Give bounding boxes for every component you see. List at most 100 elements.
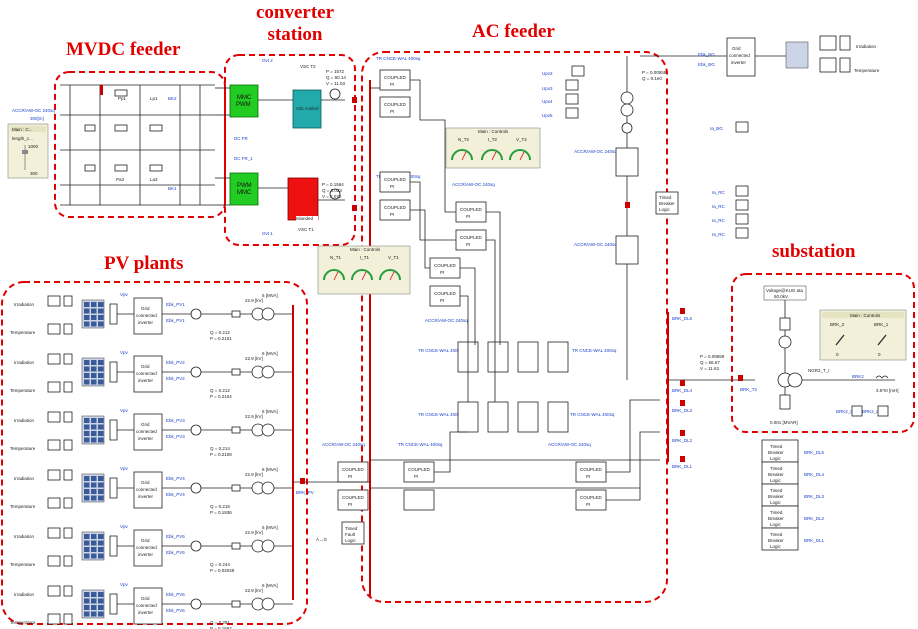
pv-cell xyxy=(98,373,104,378)
pv-rating-label: 6 [MVA] xyxy=(262,525,278,530)
svg-text:ACCR/AW-OC 240sq: ACCR/AW-OC 240sq xyxy=(425,318,468,323)
svg-text:PWM: PWM xyxy=(237,183,252,189)
signal-block xyxy=(63,555,73,567)
svg-text:Logic: Logic xyxy=(770,544,782,549)
pv-q-readout: Q = 0.218 xyxy=(210,504,230,509)
grid-inverter-3 xyxy=(133,413,163,451)
temperature-label: Temperature xyxy=(10,562,36,567)
meter-panel-t1: Main : Controls N_T1 I_T1 V_T1 xyxy=(317,245,411,295)
svg-text:COUPLED: COUPLED xyxy=(384,102,407,107)
svg-text:La3: La3 xyxy=(150,177,158,182)
pv-cell xyxy=(98,308,104,314)
svg-text:Q = 3.023: Q = 3.023 xyxy=(322,188,342,193)
pv-meter xyxy=(190,598,202,610)
meter-t2-label-v: V_T2 xyxy=(516,137,527,142)
svg-text:Ovt 2: Ovt 2 xyxy=(262,58,273,63)
mvdc-feeder-circuit: Pp1 Lp1 Pa3 La3 BK2 BK1 xyxy=(60,84,215,206)
pv-cell xyxy=(84,592,90,597)
temperature-source xyxy=(47,497,61,509)
pv-cell xyxy=(91,437,97,443)
pv-transformer-secondary xyxy=(261,597,275,611)
svg-text:300: 300 xyxy=(30,171,38,176)
dc-link-block xyxy=(109,535,118,557)
svg-text:Logic: Logic xyxy=(659,207,671,212)
svg-text:Logic: Logic xyxy=(770,456,782,461)
signal-block xyxy=(63,295,73,307)
svg-text:Upv2: Upv2 xyxy=(542,71,553,76)
pv-cell xyxy=(91,605,97,610)
svg-text:DC FR: DC FR xyxy=(234,136,248,141)
svg-text:BRK2: BRK2 xyxy=(852,374,864,379)
svg-text:ACCR/AW-OC 240sq: ACCR/AW-OC 240sq xyxy=(12,108,55,113)
svg-text:Timed: Timed xyxy=(770,466,783,471)
pv-cell xyxy=(84,424,90,430)
svg-text:BRK_T2: BRK_T2 xyxy=(740,387,758,392)
svg-text:Pa3: Pa3 xyxy=(116,177,125,182)
svg-text:inverter: inverter xyxy=(731,60,747,65)
grid-inverter-1 xyxy=(133,297,163,335)
inverter-label-line3: inverter xyxy=(138,552,154,557)
brk1-toggle[interactable] xyxy=(877,334,887,346)
irradiation-source xyxy=(47,527,61,539)
dc-link-block xyxy=(109,593,118,615)
pv-cell xyxy=(98,482,104,488)
inverter-label-line3: inverter xyxy=(138,494,154,499)
meter-t1-label-v: V_T1 xyxy=(388,255,399,260)
pv-cell xyxy=(91,476,97,481)
pv-cell xyxy=(84,366,90,372)
mvdc-feeder-title: MVDC feeder xyxy=(66,39,181,60)
irradiation-source xyxy=(47,353,61,365)
svg-text:Grid: Grid xyxy=(732,46,741,51)
pv-row-5: IrradiationTemperatureGridconnectedinver… xyxy=(10,524,293,573)
temperature-source xyxy=(47,439,61,451)
brk2-label: BRK_2 xyxy=(830,322,845,327)
svg-text:Breaker: Breaker xyxy=(659,201,675,206)
svg-text:ACCR/AW-OC 240sq: ACCR/AW-OC 240sq xyxy=(322,442,365,447)
pv-cell xyxy=(84,418,90,423)
grid-inverter-top xyxy=(726,37,756,77)
signal-block xyxy=(63,527,73,539)
pv-meter xyxy=(190,424,202,436)
substation-circuit: Voltage@KUG ata 60.0kV 0.001 [MVAR] NGR2… xyxy=(763,285,907,425)
svg-text:Irradiation: Irradiation xyxy=(856,44,877,49)
svg-text:0.001 [MVAR]: 0.001 [MVAR] xyxy=(770,420,798,425)
svg-text:MMC: MMC xyxy=(237,95,252,101)
pv-filter xyxy=(231,426,241,434)
converter-station-region xyxy=(224,54,356,246)
pv-filter xyxy=(231,368,241,376)
svg-text:ACCR/AW-OC 240sq: ACCR/AW-OC 240sq xyxy=(574,149,617,154)
svg-text:length_c...: length_c... xyxy=(12,136,33,141)
svg-text:TR CNCE-WAL 400sq: TR CNCE-WAL 400sq xyxy=(570,412,615,417)
pv-transformer-secondary xyxy=(261,423,275,437)
irradiation-source xyxy=(47,295,61,307)
svg-text:PWM: PWM xyxy=(236,102,251,108)
pv-cell xyxy=(84,360,90,365)
mmc-pwm-block-bottom xyxy=(229,172,259,206)
svg-text:COUPLED: COUPLED xyxy=(434,291,457,296)
pv-q-readout: Q = 0.214 xyxy=(210,446,230,451)
pv-breaker-label: Ebk_PV2 xyxy=(166,360,185,365)
pv-row-6: IrradiationTemperatureGridconnectedinver… xyxy=(10,582,293,629)
vsc-t1-label: VSC T1 xyxy=(298,227,314,232)
inverter-label-line2: connected xyxy=(136,487,157,492)
islanded-label: Islanded xyxy=(296,216,314,221)
svg-text:PI: PI xyxy=(348,502,352,507)
pv-cell xyxy=(98,540,104,546)
svg-text:COUPLED: COUPLED xyxy=(384,75,407,80)
pv-cell xyxy=(98,379,104,385)
svg-text:Breaker: Breaker xyxy=(768,516,784,521)
temperature-label: Temperature xyxy=(10,504,36,509)
pv-breaker-label: Ebk_PV4 xyxy=(166,492,185,497)
pv-cell xyxy=(84,302,90,307)
brk2-toggle[interactable] xyxy=(835,334,845,346)
svg-text:300[m]: 300[m] xyxy=(30,116,44,121)
pv-cell xyxy=(91,598,97,604)
pv-rating-label: 6 [MVA] xyxy=(262,583,278,588)
pv-cell xyxy=(84,547,90,552)
svg-text:Q = 66.67: Q = 66.67 xyxy=(700,360,720,365)
pv-voltage-label: 22.9 [kV] xyxy=(245,530,263,535)
converter-station-title: converter station xyxy=(255,2,335,45)
pv-cell xyxy=(91,540,97,546)
inverter-label-line2: connected xyxy=(136,603,157,608)
